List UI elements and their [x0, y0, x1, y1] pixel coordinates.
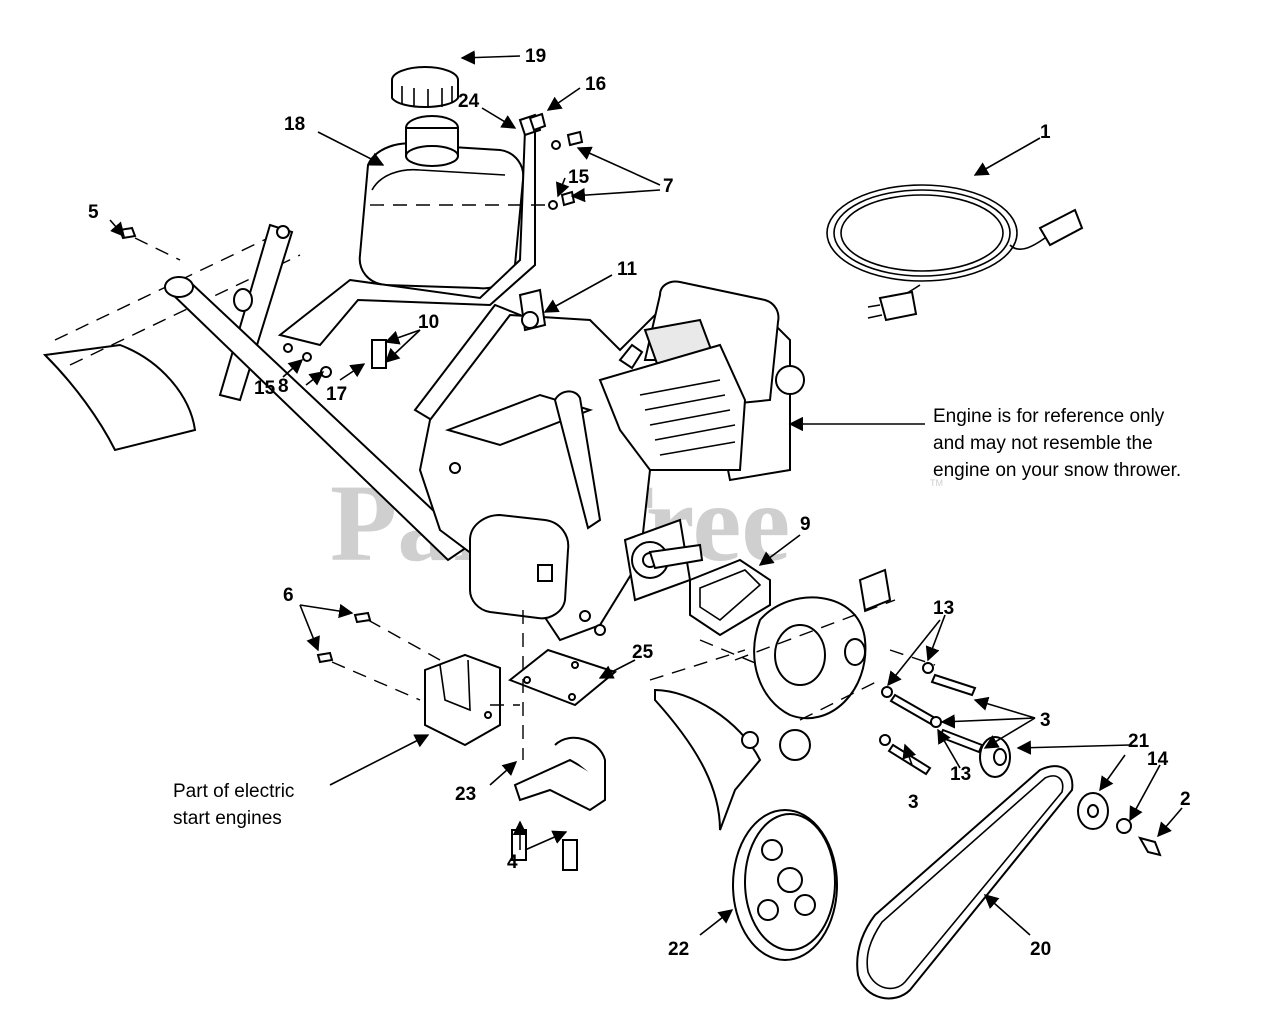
electric-start-note-line-2: start engines	[173, 808, 282, 829]
callout-22: 22	[668, 939, 689, 960]
electric-start-note-line-1: Part of electric	[173, 781, 294, 802]
callout-10: 10	[418, 312, 439, 333]
callout-3b: 3	[908, 792, 919, 813]
mount-bracket	[511, 736, 606, 871]
callout-15a: 15	[568, 167, 590, 188]
callout-8: 8	[278, 376, 289, 397]
engine-note-line-1: Engine is for reference only	[933, 406, 1165, 427]
starter-box	[424, 653, 501, 747]
plate	[508, 648, 618, 707]
callout-25: 25	[632, 642, 654, 663]
callout-1: 1	[1040, 122, 1051, 143]
callout-4: 4	[507, 852, 518, 873]
large-pulley	[732, 809, 838, 961]
callout-17: 17	[326, 384, 347, 405]
callout-13b: 13	[950, 764, 971, 785]
callout-18: 18	[284, 114, 305, 135]
callout-15b: 15	[254, 378, 276, 399]
callout-5: 5	[88, 202, 99, 223]
frame-housing	[42, 223, 301, 452]
callout-24: 24	[458, 91, 480, 112]
callout-11: 11	[617, 259, 638, 280]
callout-6: 6	[283, 585, 294, 606]
engine-note-line-2: and may not resemble the	[933, 433, 1153, 454]
small-pulley	[979, 736, 1162, 857]
engine-note-line-3: engine on your snow thrower.	[933, 460, 1181, 481]
callout-9: 9	[800, 514, 811, 535]
starter-bracket	[689, 558, 771, 637]
right-hardware	[879, 662, 984, 776]
drive-belt	[856, 765, 1074, 1000]
pulley-housing	[649, 568, 936, 831]
extension-cord	[826, 184, 1084, 322]
callout-23: 23	[455, 784, 476, 805]
callout-7: 7	[663, 176, 674, 197]
callout-3a: 3	[1040, 710, 1051, 731]
callout-2: 2	[1180, 789, 1191, 810]
engine	[413, 280, 805, 642]
callout-16: 16	[585, 74, 606, 95]
callout-20: 20	[1030, 939, 1051, 960]
callout-21: 21	[1128, 731, 1150, 752]
callout-19: 19	[525, 46, 546, 67]
callout-14: 14	[1147, 749, 1169, 770]
watermark-trademark: TM	[930, 478, 943, 488]
leader-arrows	[109, 50, 1183, 936]
fuel-tank	[277, 115, 536, 353]
callout-13a: 13	[933, 598, 954, 619]
fuel-cap	[391, 66, 459, 108]
